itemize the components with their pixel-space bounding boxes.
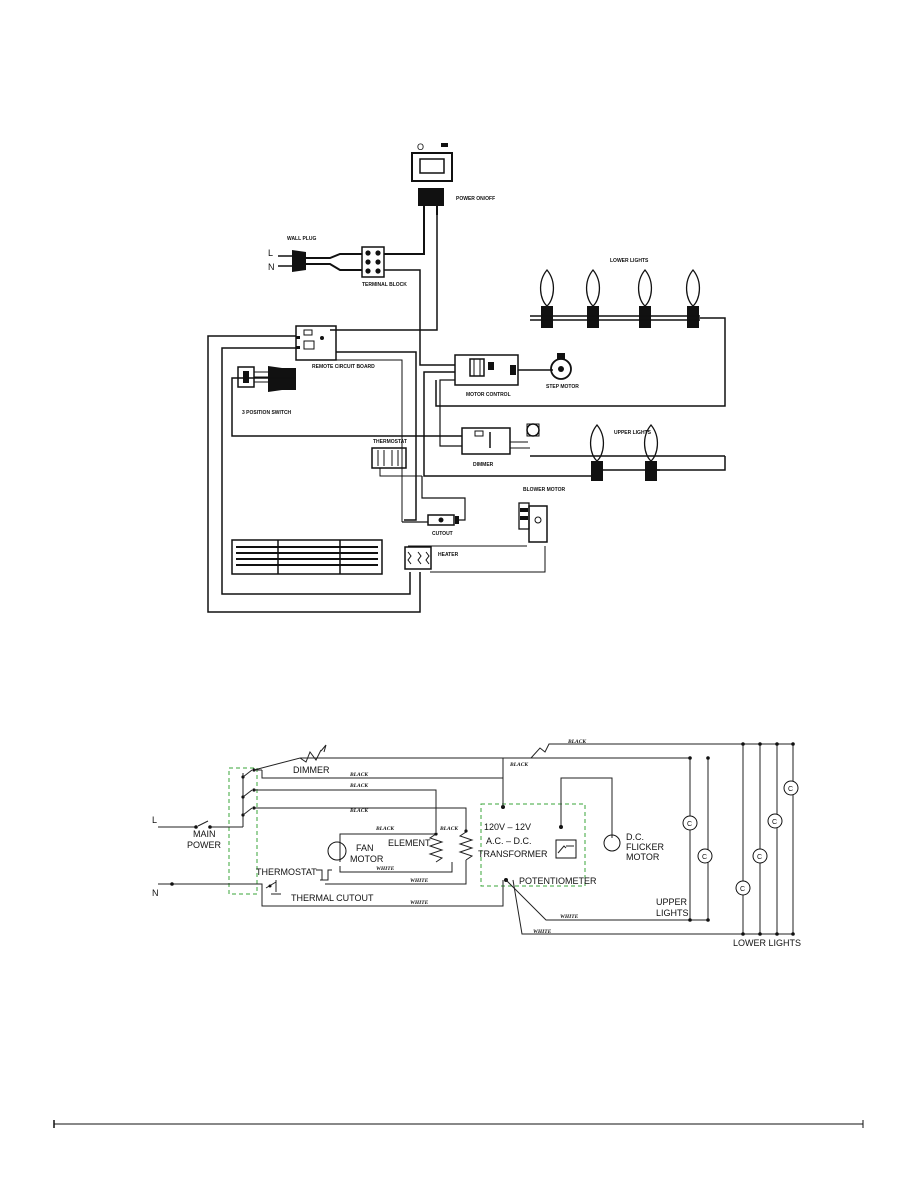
upper-lights-label-1: UPPER — [656, 897, 688, 907]
thermostat-schematic-label: THERMOSTAT — [256, 867, 317, 877]
main-power-label-2: POWER — [187, 840, 222, 850]
blower-motor-label: BLOWER MOTOR — [523, 487, 566, 493]
dimmer-label: DIMMER — [473, 462, 494, 468]
heater-label: HEATER — [438, 552, 459, 558]
thermostat-label: THERMOSTAT — [373, 439, 407, 445]
switch-rocker — [419, 158, 445, 174]
plug-neutral-label: N — [268, 262, 275, 272]
element-label: ELEMENT — [388, 838, 431, 848]
lamp-c: C — [740, 886, 745, 893]
dimmer-schematic-label: DIMMER — [293, 765, 330, 775]
fan-motor-label: MOTOR — [350, 854, 384, 864]
plug-head — [292, 250, 306, 272]
upper-lamp: C — [697, 848, 713, 864]
remote-circuit-board: REMOTE CIRCUIT BOARD — [295, 325, 375, 370]
switch-on-symbol: O — [417, 142, 424, 152]
cutout-module: CUTOUT — [402, 476, 466, 537]
step-motor: STEP MOTOR — [546, 353, 579, 390]
cutout-label: CUTOUT — [432, 531, 453, 537]
flicker-motor-label-3: MOTOR — [626, 852, 660, 862]
schematic-neutral-label: N — [152, 888, 159, 898]
transformer-label: TRANSFORMER — [478, 849, 548, 859]
wire-label-white-1: WHITE — [376, 866, 395, 872]
wire-label-black-1: BLACK — [349, 772, 368, 778]
wire-label-white-3: WHITE — [410, 900, 429, 906]
transformer-enclosure — [480, 803, 586, 887]
heater-module: HEATER — [231, 539, 459, 575]
upper-lamp: C — [682, 815, 698, 831]
motor-control: MOTOR CONTROL — [454, 354, 553, 398]
wire-label-black-6: BLACK — [439, 826, 458, 832]
flicker-motor-label-1: D.C. — [626, 832, 644, 842]
lower-lamp: C — [767, 813, 783, 829]
wire-label-black-5: BLACK — [375, 826, 394, 832]
wall-plug: WALL PLUG L N — [268, 236, 362, 272]
switch-face — [411, 152, 453, 182]
wiring-diagram: O POWER ON/OFF WALL PLUG L N TERM — [207, 142, 726, 613]
switch-body — [418, 188, 444, 206]
terminal-block: TERMINAL BLOCK — [361, 246, 407, 288]
blower-motor: BLOWER MOTOR — [408, 487, 566, 573]
transformer-type-label: A.C. – D.C. — [486, 836, 532, 846]
fan-label: FAN — [356, 843, 374, 853]
upper-lights-label-2: LIGHTS — [656, 908, 689, 918]
lower-lights-wiring: LOWER LIGHTS — [435, 258, 726, 407]
thermal-cutout-label: THERMAL CUTOUT — [291, 893, 374, 903]
power-switch: O POWER ON/OFF — [411, 142, 495, 215]
bulb — [539, 268, 555, 328]
upper-lights-label: UPPER LIGHTS — [614, 430, 652, 436]
wall-plug-label: WALL PLUG — [287, 236, 316, 242]
bulb — [585, 268, 601, 328]
wire-label-white-5: WHITE — [533, 929, 552, 935]
lamp-c: C — [772, 819, 777, 826]
dimmer-module: DIMMER — [461, 423, 540, 468]
lower-lamp: C — [735, 880, 751, 896]
lamp-c: C — [788, 786, 793, 793]
potentiometer-label: POTENTIOMETER — [519, 876, 597, 886]
remote-board-label: REMOTE CIRCUIT BOARD — [312, 364, 375, 370]
bulb — [637, 268, 653, 328]
lower-lamp: C — [783, 780, 799, 796]
wire-label-black-top: BLACK — [567, 739, 586, 745]
lamp-c: C — [687, 821, 692, 828]
wire-label-black-4: BLACK — [349, 808, 368, 814]
flicker-motor-label-2: FLICKER — [626, 842, 665, 852]
three-position-switch: 3 POSITION SWITCH — [237, 366, 296, 416]
plug-line-label: L — [268, 248, 273, 258]
switch-enclosure — [228, 767, 258, 895]
thermostat-module: THERMOSTAT — [371, 439, 422, 477]
lower-lamp: C — [752, 848, 768, 864]
schematic-diagram: L N MAIN POWER DIMMER BLACK BLACK BLACK … — [152, 739, 801, 948]
bulb — [589, 423, 605, 481]
three-pos-switch-label: 3 POSITION SWITCH — [242, 410, 292, 416]
motor-control-label: MOTOR CONTROL — [466, 392, 511, 398]
schematic-line-label: L — [152, 815, 157, 825]
lamp-c: C — [702, 854, 707, 861]
power-switch-label: POWER ON/OFF — [456, 196, 495, 202]
lamp-c: C — [757, 854, 762, 861]
bulb — [643, 423, 659, 481]
bulb — [685, 268, 701, 328]
upper-lights-wiring: UPPER LIGHTS — [530, 423, 726, 481]
wire-label-black-2: BLACK — [509, 762, 528, 768]
main-power-label-1: MAIN — [193, 829, 216, 839]
lower-lights-label: LOWER LIGHTS — [610, 258, 649, 264]
lower-lights-schematic-label: LOWER LIGHTS — [733, 938, 801, 948]
wire-label-white-2: WHITE — [410, 878, 429, 884]
transformer-voltage-label: 120V – 12V — [484, 822, 531, 832]
wire-label-white-4: WHITE — [560, 914, 579, 920]
terminal-block-label: TERMINAL BLOCK — [362, 282, 407, 288]
wire-label-black-3: BLACK — [349, 783, 368, 789]
step-motor-label: STEP MOTOR — [546, 384, 579, 390]
switch-off-symbol — [441, 143, 448, 147]
